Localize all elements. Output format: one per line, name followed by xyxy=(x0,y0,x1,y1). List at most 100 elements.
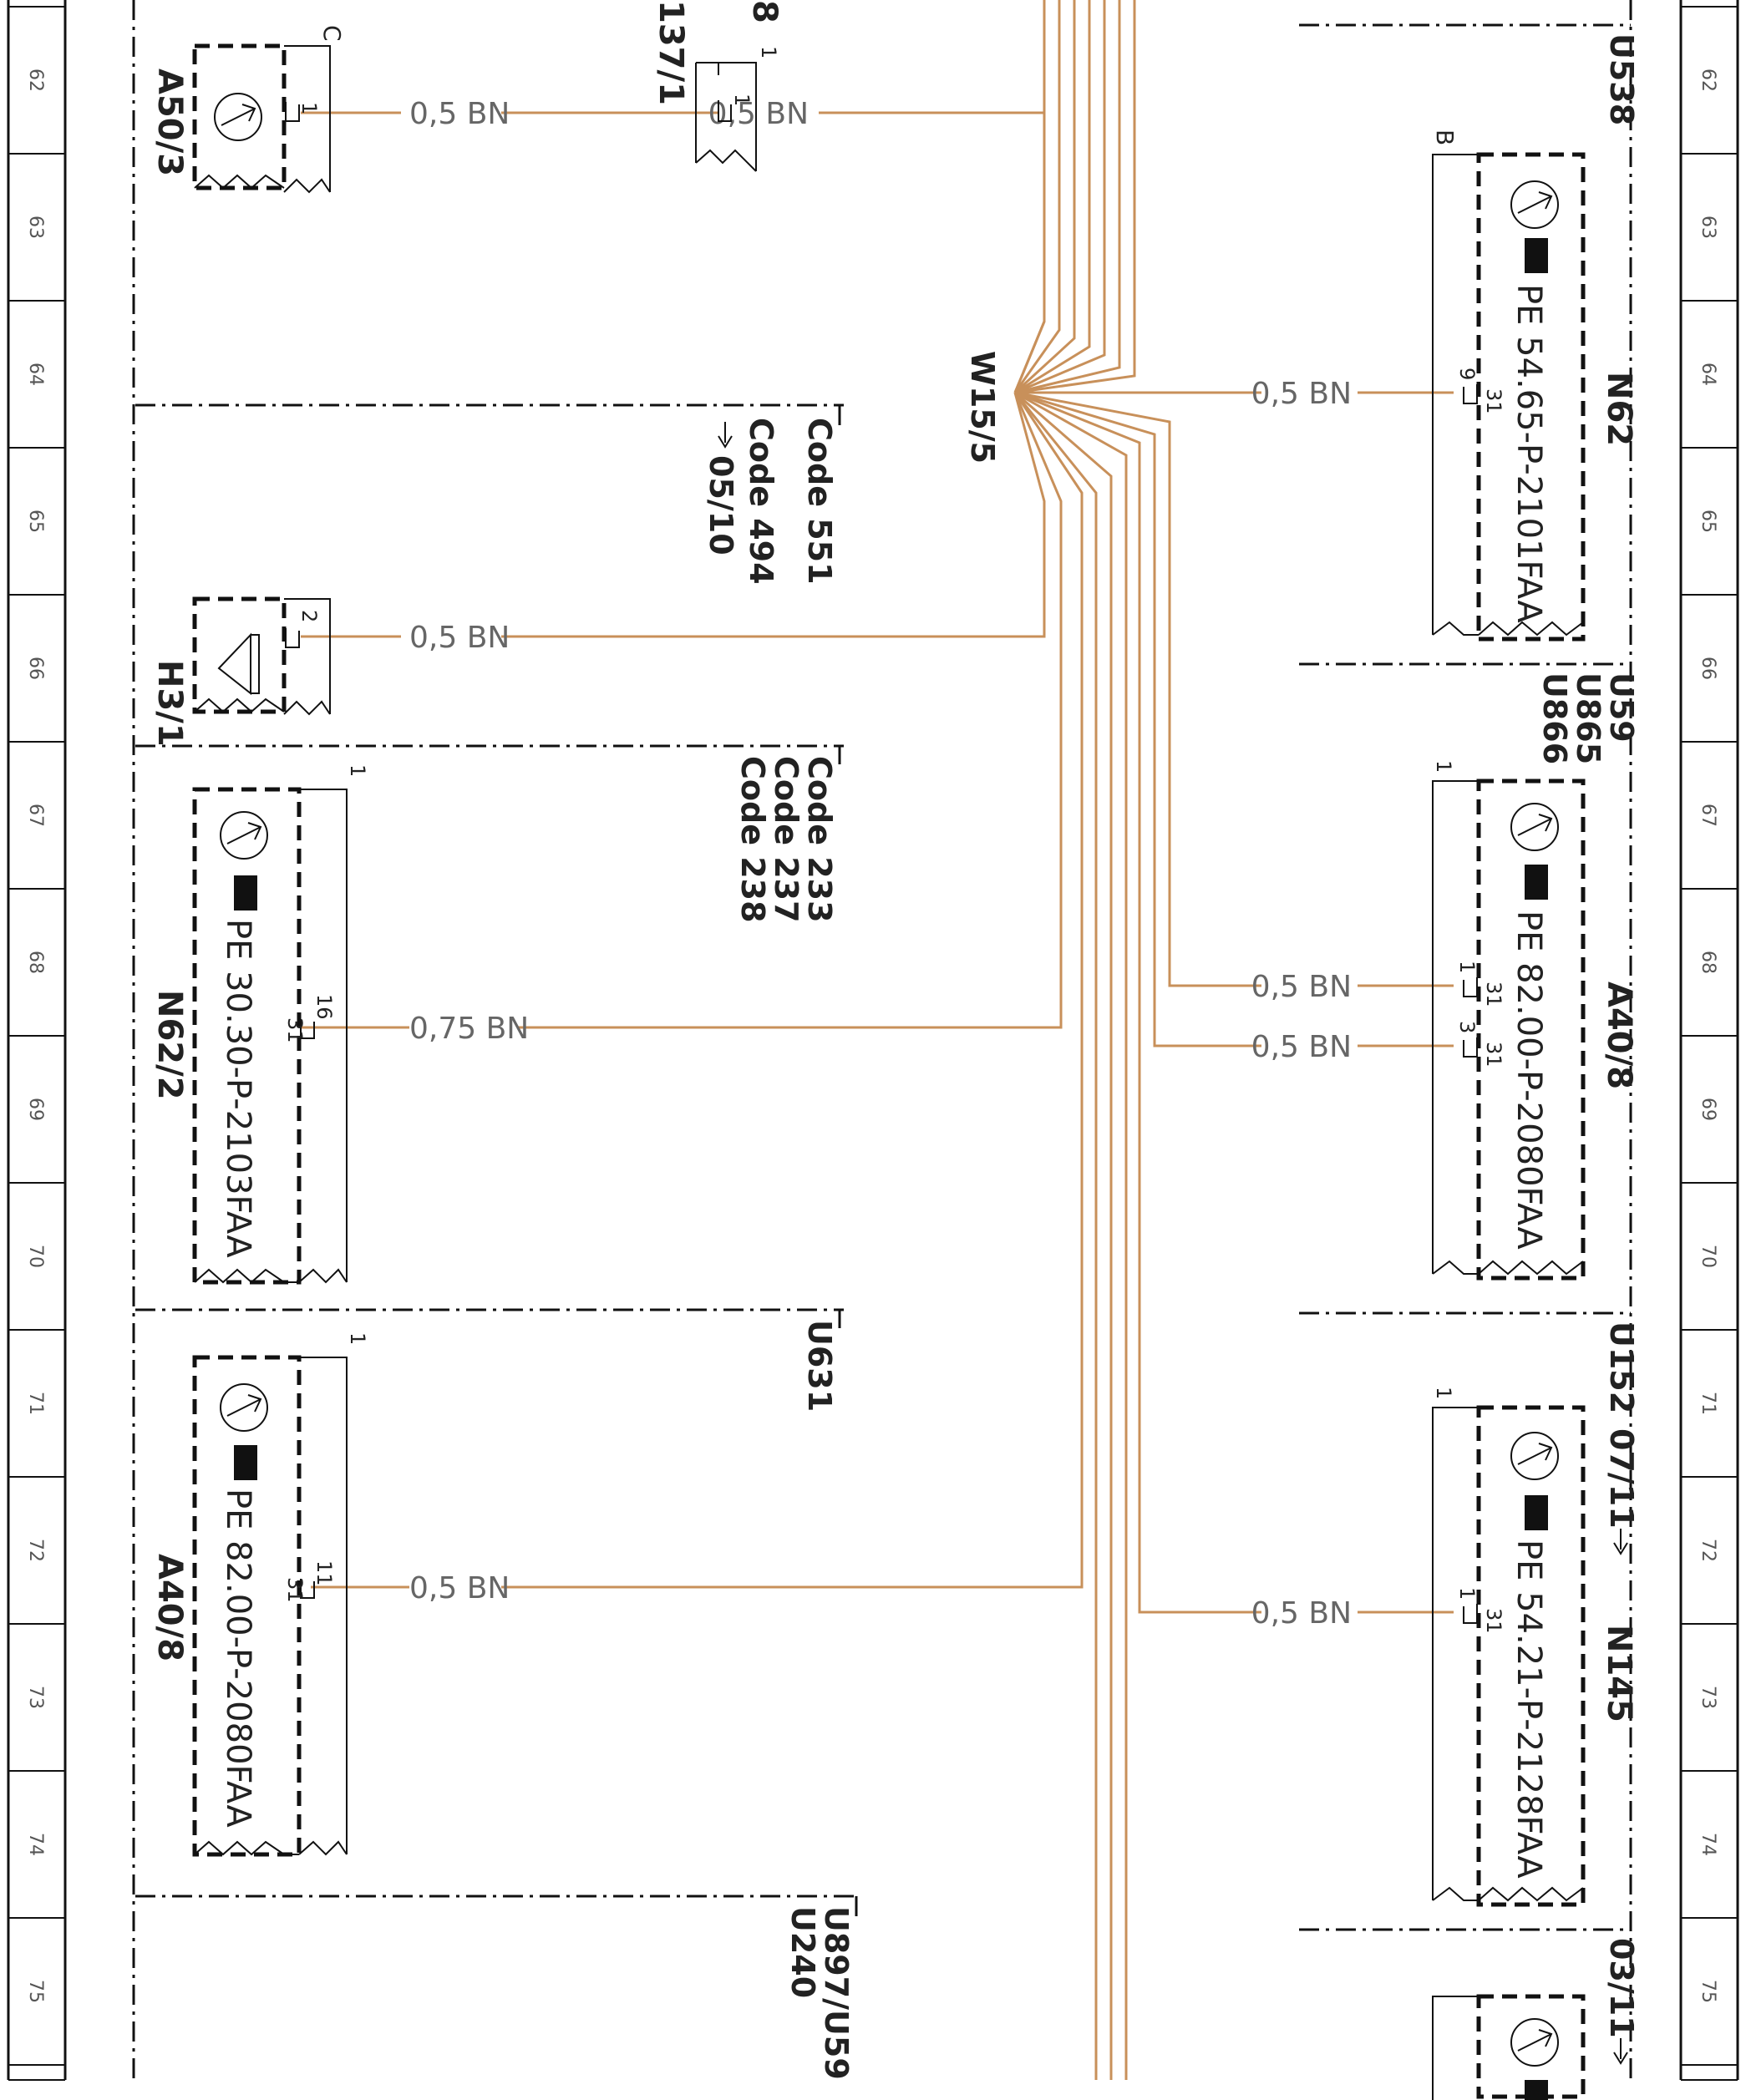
n62-name: N62 xyxy=(1600,372,1638,446)
a40-8-left-name: A40/8 xyxy=(150,1554,189,1661)
u866: U866 xyxy=(1536,672,1573,764)
code-551: Code 551 xyxy=(801,418,838,585)
ruler-number: 68 xyxy=(1698,951,1718,974)
section-dividers-right xyxy=(1299,0,1632,2080)
ruler-number: 62 xyxy=(1698,68,1718,92)
component-partial-bottom xyxy=(1432,1994,1586,2100)
a40-8-right-pin-b: 3 xyxy=(1455,1021,1479,1033)
a40-8-right-corner: 1 xyxy=(1432,760,1455,773)
variant-labels-right: U538 U59 U865 U866 U152 07/11 03/11 xyxy=(1536,33,1640,2065)
ruler-number: 68 xyxy=(25,951,46,974)
n62-2-ref: PE 30.30-P-2103FAA xyxy=(219,919,257,1258)
code-494: Code 494 xyxy=(743,418,779,585)
a50-3-tag: C xyxy=(318,25,346,42)
ruler-number: 75 xyxy=(25,1980,46,2003)
n145-ground: 31 xyxy=(1482,1608,1505,1634)
ruler-number: 74 xyxy=(25,1833,46,1856)
ruler-number: 72 xyxy=(25,1539,46,1562)
conn-pin-2: 1 xyxy=(730,94,754,106)
a40-8-left-ref: PE 82.00-P-2080FAA xyxy=(219,1489,257,1828)
u538: U538 xyxy=(1603,33,1640,125)
code-238: Code 238 xyxy=(734,756,771,923)
wire-label-5: 0,75 BN xyxy=(409,1012,529,1046)
n145-ref: PE 54.21-P-2128FAA xyxy=(1510,1539,1548,1879)
bundle-label: W15/5 xyxy=(964,351,1001,464)
component-n145: PE 54.21-P-2128FAA 1 31 1 N145 xyxy=(1432,1387,1638,1907)
ruler-number: 66 xyxy=(25,657,46,680)
u865: U865 xyxy=(1570,672,1606,764)
wire-label-7: 0,5 BN xyxy=(1251,1030,1352,1064)
component-a40-8-left: PE 82.00-P-2080FAA 11 31 1 A40/8 xyxy=(150,1332,369,1857)
ruler-number: 62 xyxy=(25,68,46,92)
ruler-number: 73 xyxy=(1698,1686,1718,1709)
u631: U631 xyxy=(801,1320,838,1412)
component-a50-3: 1 C A50/3 xyxy=(150,25,346,194)
wire-label-6: 0,5 BN xyxy=(1251,970,1352,1004)
h3-1-pin: 2 xyxy=(297,610,321,622)
ruler-number: 75 xyxy=(1698,1980,1718,2003)
ruler-number: 66 xyxy=(1698,657,1718,680)
ruler-number: 67 xyxy=(1698,804,1718,827)
a40-8-right-name: A40/8 xyxy=(1600,982,1638,1089)
n62-2-ground: 31 xyxy=(283,1017,307,1043)
u152: U152 xyxy=(1603,1321,1640,1413)
n62-2-name: N62/2 xyxy=(150,990,189,1100)
code-233: Code 233 xyxy=(801,756,838,923)
ruler-number: 65 xyxy=(25,510,46,533)
a40-8-right-pin-a: 1 xyxy=(1455,961,1479,973)
wire-label-9: 0,5 BN xyxy=(1251,1596,1352,1631)
n145-corner: 1 xyxy=(1432,1387,1455,1399)
a40-8-right-ground-a: 31 xyxy=(1482,982,1505,1007)
component-n62: PE 54.65-P-2101FAA 9 31 B N62 xyxy=(1431,129,1638,642)
ruler-number: 69 xyxy=(25,1098,46,1121)
ruler-number: 63 xyxy=(1698,216,1718,239)
conn-extra: 8 xyxy=(745,0,784,23)
wire-label-1: 0,5 BN xyxy=(409,97,510,131)
wire-label-8: 0,5 BN xyxy=(409,1571,510,1605)
component-a40-8-right: PE 82.00-P-2080FAA 1 3 31 31 1 A40/8 xyxy=(1432,760,1638,1281)
section-dividers-left xyxy=(132,0,860,2080)
wire-label-4: 0,5 BN xyxy=(1251,377,1352,411)
ruler-number: 73 xyxy=(25,1686,46,1709)
n62-tag: B xyxy=(1431,129,1459,145)
date-07-11: 07/11 xyxy=(1603,1428,1640,1529)
a40-8-right-ground-b: 31 xyxy=(1482,1042,1505,1068)
wire-label-2: 0,5 BN xyxy=(708,97,809,131)
u897-u59: U897/U59 xyxy=(818,1906,855,2080)
ruler-number: 71 xyxy=(1698,1392,1718,1415)
ruler-number: 63 xyxy=(25,216,46,239)
n62-2-pin: 16 xyxy=(312,994,336,1020)
ruler-number: 67 xyxy=(25,804,46,827)
u59: U59 xyxy=(1603,672,1640,743)
conn-137-1-name: 137/1 xyxy=(652,0,690,105)
n62-ref: PE 54.65-P-2101FAA xyxy=(1510,284,1548,623)
code-237: Code 237 xyxy=(768,756,804,923)
a50-3-pin: 1 xyxy=(297,102,321,114)
ruler-number: 70 xyxy=(25,1245,46,1268)
ruler-number: 70 xyxy=(1698,1245,1718,1268)
n145-pin: 1 xyxy=(1455,1587,1479,1600)
a40-8-left-corner: 1 xyxy=(346,1332,369,1345)
a40-8-right-ref: PE 82.00-P-2080FAA xyxy=(1510,911,1548,1250)
a40-8-left-pin: 11 xyxy=(312,1560,336,1586)
conn-pin-1: 1 xyxy=(757,46,780,58)
u240: U240 xyxy=(784,1906,821,1998)
ruler-number: 72 xyxy=(1698,1539,1718,1562)
ruler-number: 69 xyxy=(1698,1098,1718,1121)
ruler-number: 64 xyxy=(1698,363,1718,386)
ruler-number: 65 xyxy=(1698,510,1718,533)
ruler-number: 64 xyxy=(25,363,46,386)
connector-137-1: 1 1 137/1 8 xyxy=(652,0,784,172)
wires xyxy=(301,0,1454,2080)
n62-2-corner: 1 xyxy=(346,764,369,777)
right-ruler: 62 63 64 65 66 67 68 69 70 71 72 73 74 75 xyxy=(1679,0,1739,2081)
n62-pin: 9 xyxy=(1455,368,1479,380)
component-n62-2: PE 30.30-P-2103FAA 16 31 1 N62/2 xyxy=(150,764,369,1285)
ruler-number: 74 xyxy=(1698,1833,1718,1856)
component-h3-1: 2 H3/1 xyxy=(150,596,331,747)
n145-name: N145 xyxy=(1600,1625,1638,1722)
date-03-11: 03/11 xyxy=(1603,1938,1640,2038)
wire-label-3: 0,5 BN xyxy=(409,621,510,655)
